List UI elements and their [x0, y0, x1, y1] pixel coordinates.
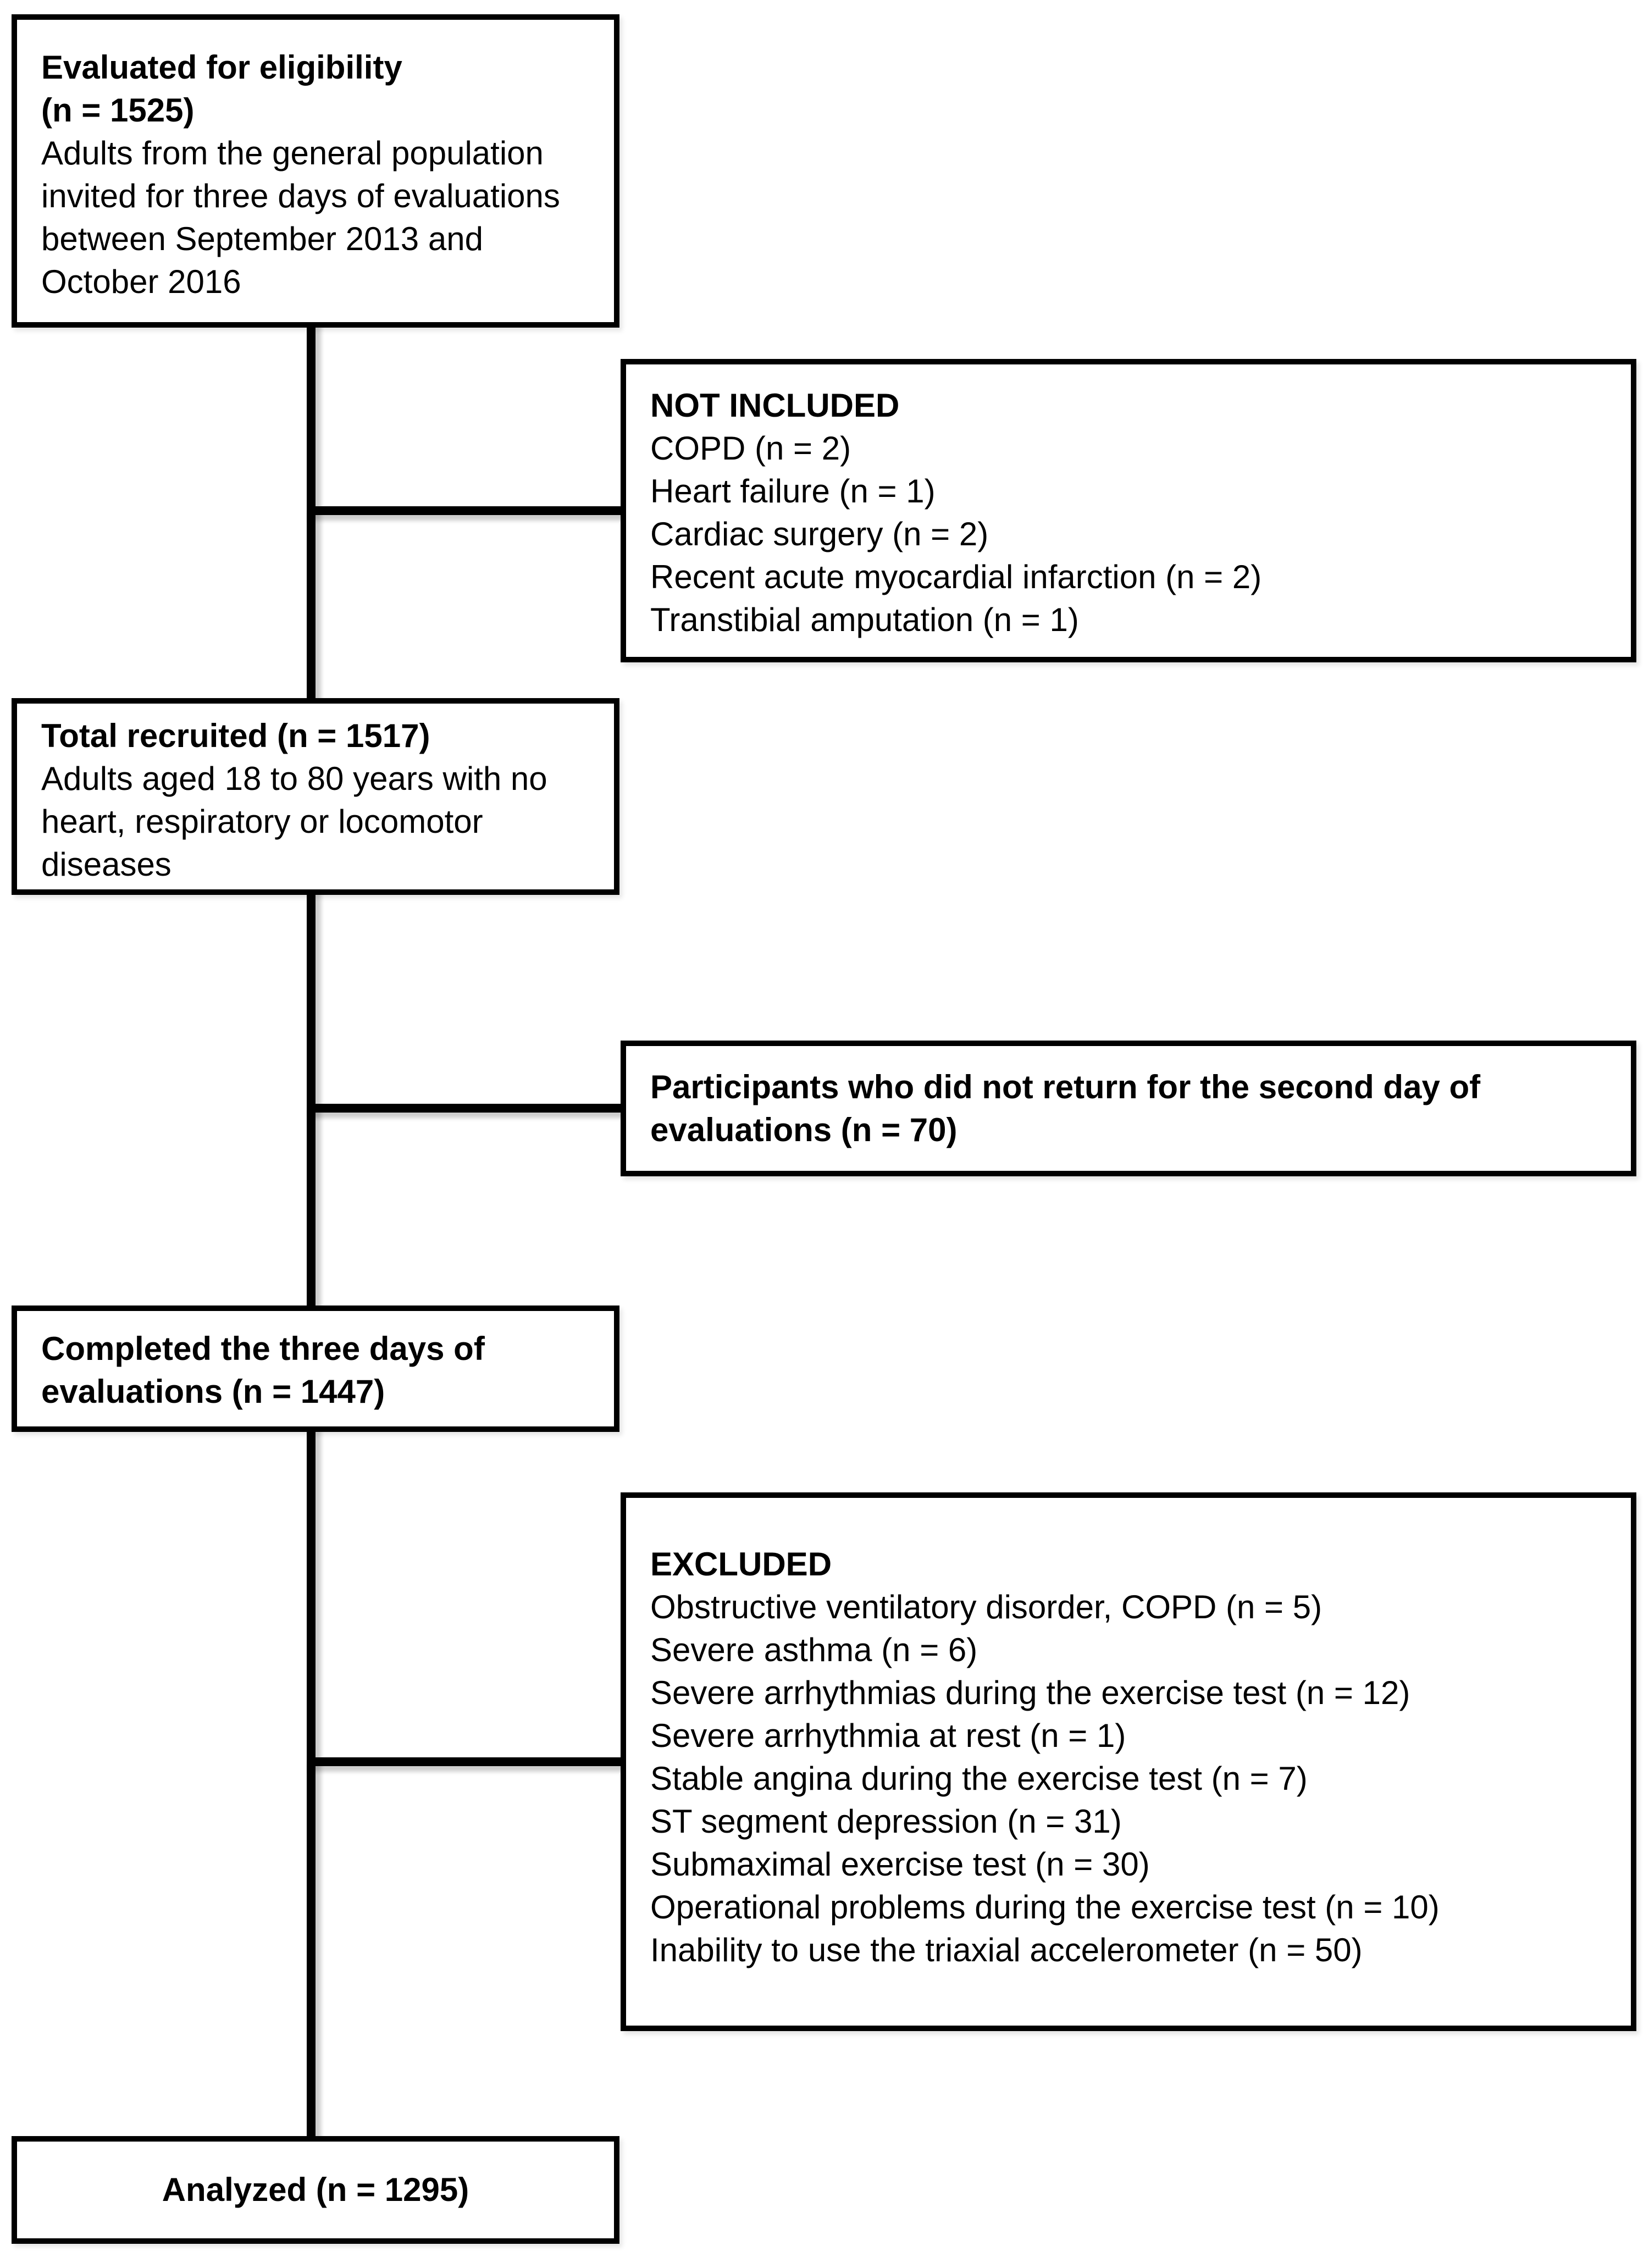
- not-included-item: Cardiac surgery (n = 2): [650, 516, 989, 552]
- connector-trunk-bottom: [307, 1428, 316, 2140]
- no-return-text: Participants who did not return for the …: [650, 1069, 1481, 1148]
- completed-box: Completed the three days of evaluations …: [12, 1306, 619, 1432]
- excluded-item: Inability to use the triaxial accelerome…: [650, 1932, 1363, 1968]
- excluded-item: Operational problems during the exercise…: [650, 1889, 1440, 1926]
- connector-trunk-middle: [307, 890, 316, 1310]
- excluded-item: Severe arrhythmia at rest (n = 1): [650, 1717, 1126, 1754]
- connector-branch-not-included: [307, 506, 623, 515]
- eligibility-box: Evaluated for eligibility (n = 1525) Adu…: [12, 14, 619, 328]
- recruited-box: Total recruited (n = 1517) Adults aged 1…: [12, 698, 619, 895]
- not-included-item: COPD (n = 2): [650, 430, 851, 467]
- excluded-item: Severe arrhythmias during the exercise t…: [650, 1674, 1410, 1711]
- analyzed-box: Analyzed (n = 1295): [12, 2136, 619, 2244]
- completed-text: Completed the three days of evaluations …: [41, 1330, 485, 1410]
- no-return-box: Participants who did not return for the …: [621, 1041, 1636, 1176]
- excluded-item: Submaximal exercise test (n = 30): [650, 1846, 1150, 1883]
- eligibility-heading: Evaluated for eligibility: [41, 49, 402, 86]
- not-included-box: NOT INCLUDED COPD (n = 2) Heart failure …: [621, 359, 1636, 662]
- excluded-item: Severe asthma (n = 6): [650, 1631, 978, 1668]
- recruited-description: Adults aged 18 to 80 years with no heart…: [41, 760, 547, 883]
- not-included-item: Transtibial amputation (n = 1): [650, 601, 1079, 638]
- eligibility-count: (n = 1525): [41, 92, 195, 129]
- recruited-heading: Total recruited (n = 1517): [41, 717, 430, 754]
- analyzed-text: Analyzed (n = 1295): [162, 2171, 469, 2208]
- connector-branch-excluded: [307, 1757, 623, 1766]
- not-included-item: Heart failure (n = 1): [650, 473, 936, 510]
- excluded-item: Obstructive ventilatory disorder, COPD (…: [650, 1589, 1322, 1625]
- not-included-item: Recent acute myocardial infarction (n = …: [650, 558, 1262, 595]
- excluded-heading: EXCLUDED: [650, 1546, 832, 1583]
- excluded-item: ST segment depression (n = 31): [650, 1803, 1122, 1840]
- eligibility-description: Adults from the general population invit…: [41, 135, 560, 300]
- connector-branch-no-return: [307, 1104, 623, 1113]
- excluded-box: EXCLUDED Obstructive ventilatory disorde…: [621, 1492, 1636, 2031]
- excluded-item: Stable angina during the exercise test (…: [650, 1760, 1308, 1797]
- not-included-heading: NOT INCLUDED: [650, 387, 900, 424]
